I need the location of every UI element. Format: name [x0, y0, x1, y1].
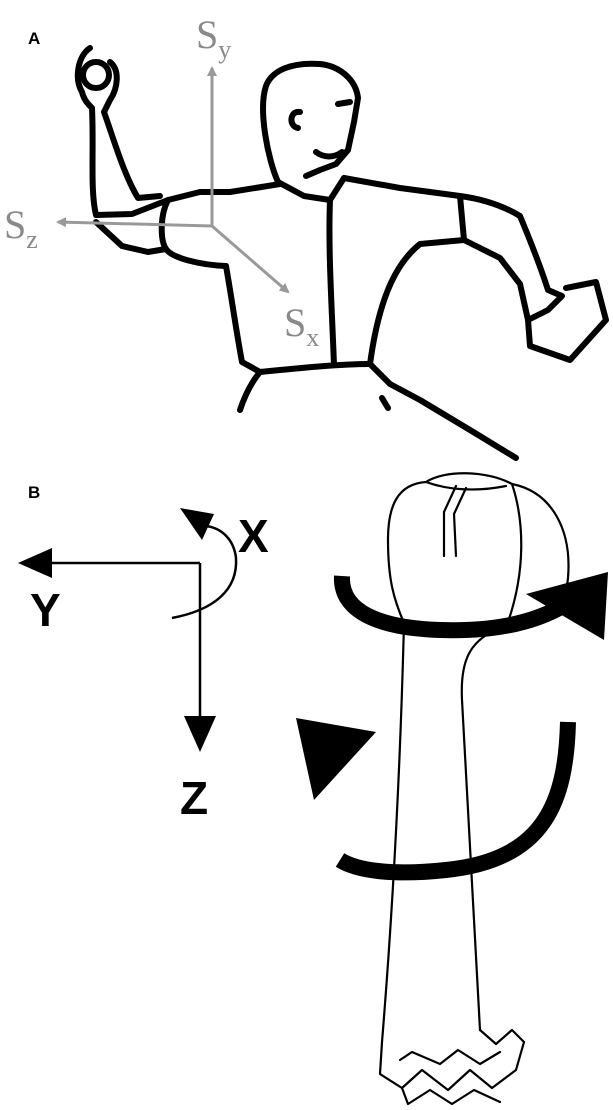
y-arrowhead [18, 548, 52, 578]
humeral-head-inner [424, 480, 523, 624]
sz-label: Sz [4, 202, 38, 254]
distal-rotation-band [335, 721, 576, 881]
head [260, 60, 361, 185]
humeral-head [386, 472, 570, 630]
waist [237, 361, 519, 461]
z-arrowhead [184, 716, 216, 752]
panel-a: A Sy [4, 12, 609, 461]
x-rotation-arc [171, 524, 238, 620]
mouth [313, 149, 345, 160]
humerus [378, 472, 570, 1106]
distal-humerus [378, 1028, 526, 1106]
ball [80, 59, 112, 91]
panel-b: B X Y Z [18, 472, 608, 1106]
humeral-shaft [380, 621, 502, 1044]
proximal-rotation-arrowhead [526, 572, 608, 640]
shoulder-axes: Sy Sz Sx [4, 12, 319, 352]
sy-label: Sy [196, 12, 231, 64]
lead-arm [367, 193, 609, 367]
x-rotation-arrowhead [180, 508, 214, 540]
sz-axis [56, 217, 213, 228]
rotation-arrows [296, 572, 608, 881]
proximal-rotation-band [334, 575, 571, 639]
z-axis-label: Z [180, 772, 208, 824]
sx-label: Sx [284, 300, 319, 352]
torso [223, 175, 463, 375]
throwing-arm [74, 45, 171, 255]
pitcher-figure [74, 45, 609, 461]
panel-b-label: B [28, 483, 40, 502]
reference-frame: X Y Z [18, 508, 269, 824]
upper-arm [158, 189, 233, 269]
x-axis-label: X [238, 510, 269, 562]
collar [275, 175, 347, 203]
bicipital-groove [442, 484, 468, 558]
sx-axis [211, 224, 290, 294]
eye [335, 99, 353, 107]
y-axis-label: Y [30, 584, 61, 636]
panel-a-label: A [28, 29, 40, 48]
ear [288, 108, 303, 131]
distal-rotation-arrowhead [296, 718, 376, 800]
